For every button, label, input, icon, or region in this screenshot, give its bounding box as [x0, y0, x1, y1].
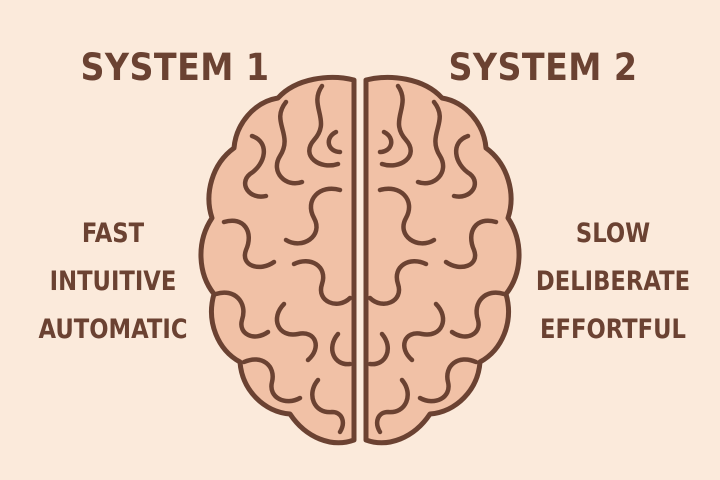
trait-automatic: AUTOMATIC: [38, 314, 188, 345]
trait-fast: FAST: [81, 218, 145, 249]
system-2-traits: SLOW DELIBERATE EFFORTFUL: [513, 210, 713, 354]
brain-icon: [198, 74, 522, 446]
system-2-title: SYSTEM 2: [448, 46, 638, 89]
system-1-title: SYSTEM 1: [80, 46, 270, 89]
left-hemisphere-icon: [198, 74, 357, 446]
trait-slow: SLOW: [575, 218, 651, 249]
system-1-traits: FAST INTUITIVE AUTOMATIC: [13, 210, 213, 354]
trait-deliberate: DELIBERATE: [535, 266, 691, 297]
right-hemisphere-icon: [363, 74, 522, 446]
trait-effortful: EFFORTFUL: [539, 314, 687, 345]
trait-intuitive: INTUITIVE: [49, 266, 177, 297]
